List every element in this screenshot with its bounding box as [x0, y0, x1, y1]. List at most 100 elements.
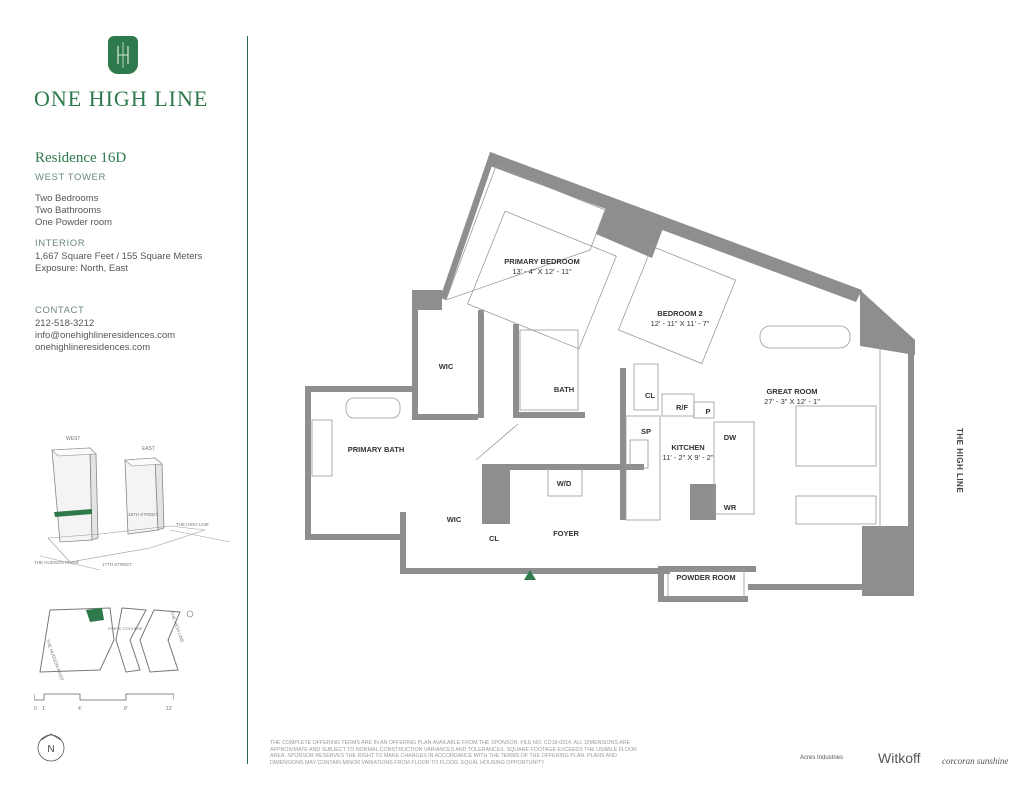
floor-plan: PRIMARY BEDROOM 13' - 4" X 12' - 11" BED…	[305, 152, 915, 602]
feature-item: One Powder room	[35, 217, 113, 228]
wall-bath-bottom	[305, 534, 401, 540]
partner-acres: Acres Industries	[800, 755, 844, 761]
exposure-text: Exposure: North, East	[35, 263, 128, 274]
residence-title: Residence 16D	[35, 150, 127, 166]
room-bedroom-2-name: BEDROOM 2	[657, 309, 702, 318]
wall-foyer-top	[482, 464, 644, 470]
wall-wic-bottom	[412, 414, 478, 420]
site-compass-icon	[186, 610, 194, 618]
brand-name: ONE HIGH LINE	[34, 86, 209, 111]
map-label-highline: THE HIGH LINE	[176, 522, 209, 527]
wall-powder-top	[658, 566, 756, 572]
wall-nw	[440, 152, 496, 300]
room-kitchen-dims: 11' - 2" X 9' - 2"	[663, 453, 714, 462]
building-axonometric-map: WEST EAST 18TH STREET THE HIGH LINE THE …	[34, 436, 231, 571]
high-line-label: THE HIGH LINE	[955, 428, 964, 494]
room-wr: WR	[724, 503, 737, 512]
site-label-hudson: THE HUDSON RIVER	[45, 639, 65, 680]
area-text: 1,667 Square Feet / 155 Square Meters	[35, 251, 203, 262]
column-ne	[860, 290, 915, 355]
room-p: P	[705, 407, 710, 416]
wall-kitchen-left	[620, 368, 626, 520]
room-bath: BATH	[554, 385, 574, 394]
scale-bar: 0 1' 4' 8' 12'	[34, 693, 174, 712]
scale-tick: 8'	[124, 706, 128, 712]
room-great-room-name: GREAT ROOM	[766, 387, 817, 396]
north-compass-icon: N	[37, 733, 65, 762]
bathtub	[345, 397, 401, 419]
bath-2-outline	[519, 329, 579, 411]
wall-east	[908, 350, 914, 540]
contact-website: onehighlineresidences.com	[35, 342, 151, 353]
room-wd: W/D	[557, 479, 572, 488]
scale-tick: 12'	[166, 706, 173, 712]
wall-wic2-left	[400, 512, 406, 574]
room-dw: DW	[724, 433, 737, 442]
wall-wic-right	[478, 310, 484, 418]
vanity	[311, 419, 333, 477]
room-sp: SP	[641, 427, 651, 436]
partner-corcoran: corcoran sunshine	[942, 756, 1009, 766]
powder-room-outline	[667, 569, 745, 599]
map-label-18th: 18TH STREET	[128, 512, 158, 517]
interior-lines	[311, 165, 881, 599]
contact-phone: 212-518-3212	[35, 318, 95, 329]
room-cl-top: CL	[645, 391, 655, 400]
kitchen-counter	[625, 415, 661, 521]
contact-email: info@onehighlineresidences.com	[35, 330, 176, 341]
compass-label: N	[47, 744, 54, 755]
scale-tick: 4'	[78, 706, 82, 712]
primary-bedroom-outline	[445, 165, 606, 301]
pantry	[693, 401, 715, 419]
column-se	[862, 526, 914, 596]
bed-primary	[467, 210, 617, 350]
site-label-porte: PORTE COCHERE	[108, 626, 143, 631]
closet-kitchen	[633, 363, 659, 411]
wall-south	[400, 568, 670, 574]
scale-tick: 0	[34, 706, 37, 712]
room-wic-bottom: WIC	[447, 515, 462, 524]
panel-divider	[247, 36, 248, 764]
column-foyer	[482, 464, 510, 524]
wall-wic-left	[412, 310, 418, 414]
column-north	[596, 198, 666, 258]
kitchen-island	[713, 421, 755, 515]
map-label-hudson: THE HUDSON RIVER	[34, 560, 80, 565]
logo-mark	[108, 36, 138, 74]
room-foyer: FOYER	[553, 529, 579, 538]
map-label-west: WEST	[66, 436, 80, 442]
room-kitchen-name: KITCHEN	[671, 443, 704, 452]
scale-tick: 1'	[42, 706, 46, 712]
wall-bath-left	[305, 386, 311, 540]
room-primary-bedroom-dims: 13' - 4" X 12' - 11"	[512, 267, 572, 276]
wall-powder-bottom	[658, 596, 748, 602]
sofa	[795, 495, 877, 525]
partner-witkoff: Witkoff	[878, 750, 921, 766]
room-rf: R/F	[676, 403, 689, 412]
room-primary-bath: PRIMARY BATH	[348, 445, 405, 454]
entry-arrow-icon	[524, 570, 536, 580]
tower-label: WEST TOWER	[35, 172, 106, 183]
feature-list: Two Bedrooms Two Bathrooms One Powder ro…	[35, 193, 112, 229]
info-panel: ONE HIGH LINE Residence 16D WEST TOWER T…	[0, 0, 248, 800]
feature-item: Two Bedrooms	[35, 193, 99, 204]
room-great-room-dims: 27' - 3" X 12' - 1"	[764, 397, 820, 406]
walls	[305, 152, 915, 602]
wall-bath2-left	[513, 324, 519, 414]
map-label-17th: 17TH STREET	[102, 562, 132, 567]
coffee-table	[795, 405, 877, 467]
room-cl-bottom: CL	[489, 534, 499, 543]
wall-bath2-bottom	[513, 412, 585, 418]
contact-details: 212-518-3212 info@onehighlineresidences.…	[35, 318, 175, 354]
column-wic	[412, 290, 442, 310]
wall-north	[490, 152, 862, 302]
logo-h-icon	[117, 42, 129, 68]
wall-powder-left	[658, 566, 664, 602]
washer-dryer	[547, 465, 583, 497]
column-kitchen	[690, 484, 716, 520]
room-wic-top: WIC	[439, 362, 454, 371]
disclaimer-text: THE COMPLETE OFFERING TERMS ARE IN AN OF…	[270, 740, 637, 766]
contact-heading: CONTACT	[35, 305, 85, 316]
site-plan-map: THE HUDSON RIVER PORTE COCHERE THE HIGH …	[39, 607, 194, 680]
map-label-east: EAST	[142, 446, 155, 452]
